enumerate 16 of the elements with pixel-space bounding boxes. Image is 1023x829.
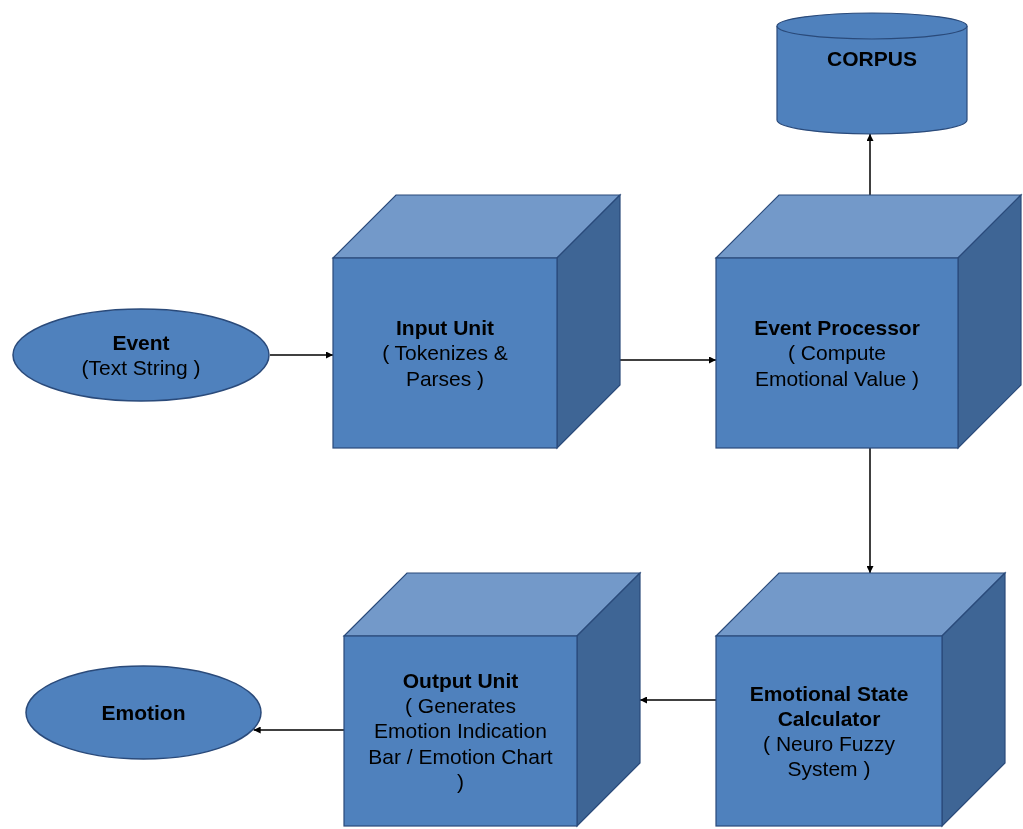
node-title: Output Unit — [402, 668, 519, 694]
node-title: CORPUS — [827, 46, 917, 72]
arrow — [252, 726, 345, 734]
node-title: Emotion — [101, 699, 186, 726]
node-description: ( Neuro Fuzzy System ) — [762, 731, 896, 782]
arrow — [269, 351, 334, 359]
arrow — [866, 133, 874, 196]
node-description: ( Compute Emotional Value ) — [753, 340, 921, 391]
node-title: Event Processor — [754, 315, 920, 341]
node-description: (Text String ) — [81, 355, 201, 381]
node-description: ( Tokenizes & Parses ) — [381, 340, 509, 391]
node-description: ( Generates Emotion Indication Bar / Emotion Chart ) — [368, 693, 553, 794]
arrow — [866, 447, 874, 574]
node-title: Event — [112, 329, 170, 355]
node-title: Emotional State Calculator — [748, 680, 910, 731]
node-title: Input Unit — [396, 315, 494, 341]
